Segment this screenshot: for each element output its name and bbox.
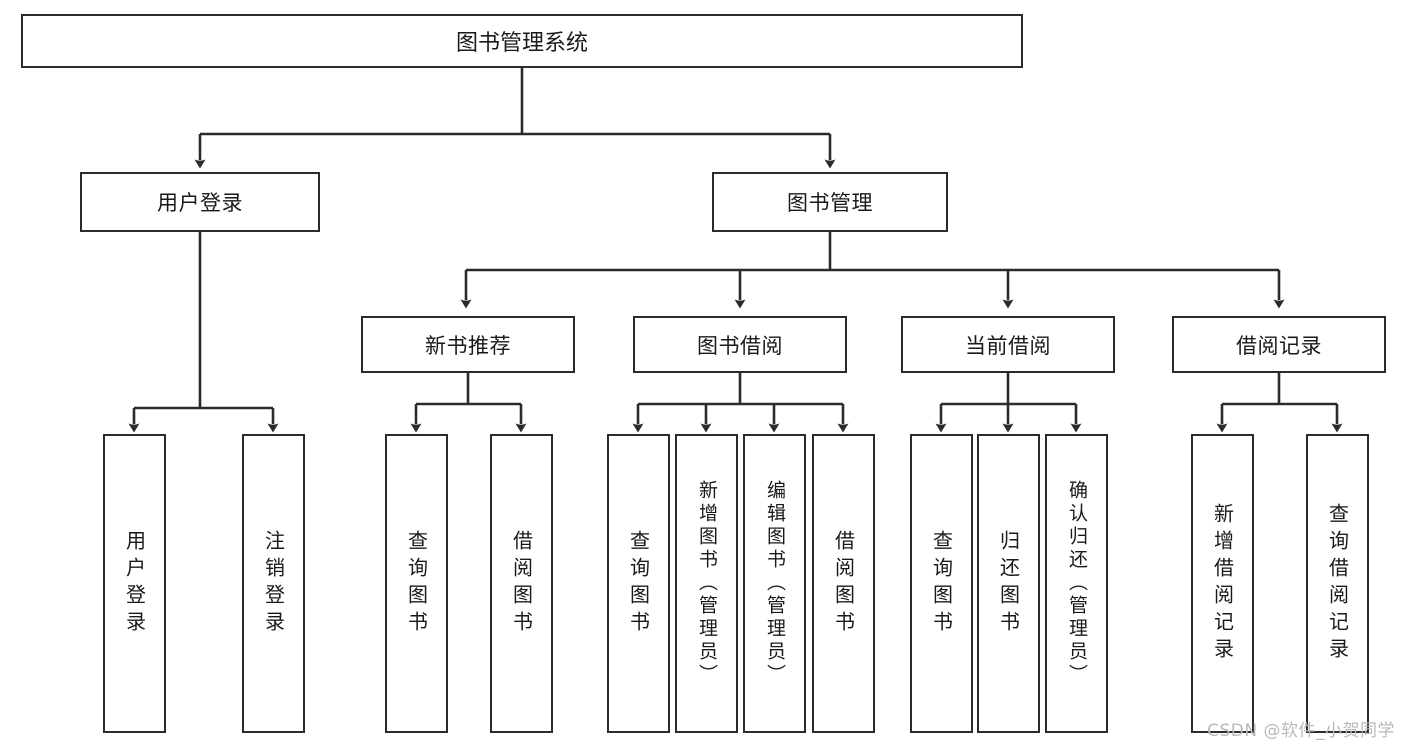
- leaf-user-login-label: 用户登录: [122, 529, 147, 638]
- leaf-borrow-book-1[interactable]: 借阅图书: [490, 434, 553, 733]
- node-current-borrow[interactable]: 当前借阅: [901, 316, 1115, 373]
- leaf-borrow-book-1-label: 借阅图书: [509, 529, 534, 638]
- leaf-borrow-book-2-label: 借阅图书: [831, 529, 856, 638]
- node-current-borrow-label: 当前借阅: [965, 333, 1051, 358]
- leaf-user-login[interactable]: 用户登录: [103, 434, 166, 733]
- leaf-confirm-return[interactable]: 确认归还（管理员）: [1045, 434, 1108, 733]
- node-book-borrow-label: 图书借阅: [697, 333, 783, 358]
- node-user-login-label: 用户登录: [157, 191, 243, 215]
- leaf-return-book[interactable]: 归还图书: [977, 434, 1040, 733]
- leaf-add-record-label: 新增借阅记录: [1210, 502, 1235, 665]
- leaf-query-book-1-label: 查询图书: [404, 529, 429, 638]
- node-book-management[interactable]: 图书管理: [712, 172, 948, 232]
- node-book-management-label: 图书管理: [787, 191, 873, 215]
- node-book-borrow[interactable]: 图书借阅: [633, 316, 847, 373]
- leaf-query-record-label: 查询借阅记录: [1325, 502, 1350, 665]
- node-root-label: 图书管理系统: [455, 31, 588, 56]
- node-new-book-recommend[interactable]: 新书推荐: [361, 316, 575, 373]
- leaf-query-book-2[interactable]: 查询图书: [607, 434, 670, 733]
- leaf-edit-book-label: 编辑图书（管理员）: [764, 480, 786, 687]
- leaf-confirm-return-label: 确认归还（管理员）: [1066, 480, 1088, 687]
- node-borrow-records[interactable]: 借阅记录: [1172, 316, 1386, 373]
- leaf-query-record[interactable]: 查询借阅记录: [1306, 434, 1369, 733]
- leaf-query-book-1[interactable]: 查询图书: [385, 434, 448, 733]
- leaf-query-book-2-label: 查询图书: [626, 529, 651, 638]
- leaf-edit-book[interactable]: 编辑图书（管理员）: [743, 434, 806, 733]
- node-root[interactable]: 图书管理系统: [21, 14, 1023, 68]
- node-user-login[interactable]: 用户登录: [80, 172, 320, 232]
- leaf-add-record[interactable]: 新增借阅记录: [1191, 434, 1254, 733]
- leaf-logout[interactable]: 注销登录: [242, 434, 305, 733]
- leaf-borrow-book-2[interactable]: 借阅图书: [812, 434, 875, 733]
- node-borrow-records-label: 借阅记录: [1236, 333, 1322, 358]
- leaf-return-book-label: 归还图书: [996, 529, 1021, 638]
- leaf-query-book-3-label: 查询图书: [929, 529, 954, 638]
- node-new-book-recommend-label: 新书推荐: [425, 333, 511, 358]
- leaf-add-book-label: 新增图书（管理员）: [696, 480, 718, 687]
- leaf-query-book-3[interactable]: 查询图书: [910, 434, 973, 733]
- watermark: CSDN @软件_小贺同学: [1207, 721, 1395, 741]
- leaf-logout-label: 注销登录: [261, 529, 286, 638]
- leaf-add-book[interactable]: 新增图书（管理员）: [675, 434, 738, 733]
